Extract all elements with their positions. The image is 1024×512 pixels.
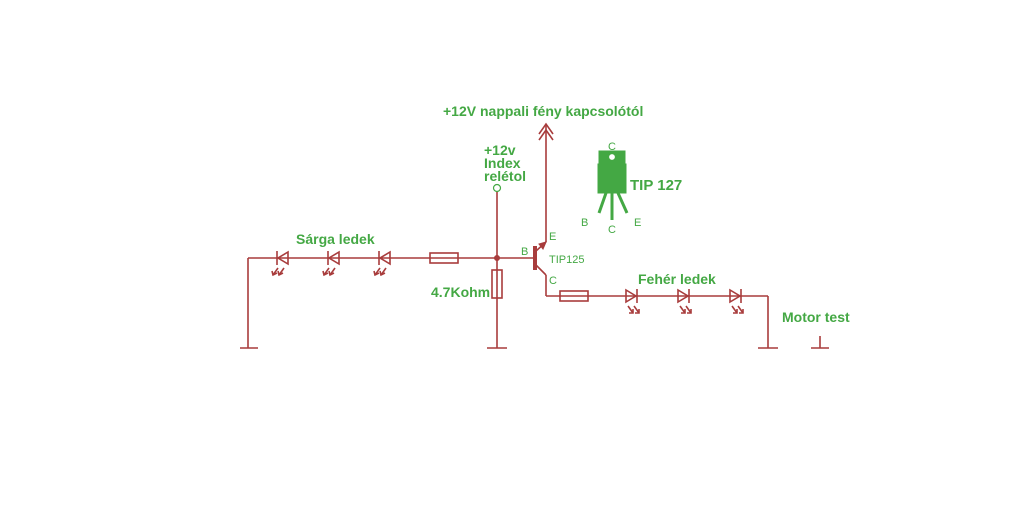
motor-label: Motor test [782,309,850,325]
supply-arrow [538,122,554,232]
transistor-label: TIP125 [549,254,584,266]
yellow-led-branch [240,257,497,349]
pkg-pin-b: B [581,217,588,229]
series-resistor [429,252,459,264]
resistor-label: 4.7Kohm [431,284,490,300]
supply-label: +12V nappali fény kapcsolótól [443,103,643,119]
index-label-line1: +12v [484,142,516,158]
yellow-led-3 [373,250,391,277]
white-led-2 [677,288,692,314]
yellow-led-1 [271,250,289,277]
index-label-line2: Index [484,155,521,171]
pkg-pin-c: C [608,224,616,236]
white-led-1 [625,288,640,314]
pkg-pin-top: C [608,141,616,153]
base-resistor [487,258,507,349]
led-resistor [559,290,589,302]
white-leds-label: Fehér ledek [638,271,716,287]
index-label-line3: relétol [484,168,526,184]
transistor-tip125 [533,232,547,296]
pkg-name: TIP 127 [630,177,682,194]
pin-b-label: B [521,246,528,258]
motor-ground [811,336,829,349]
tip127-package-icon [597,150,629,220]
white-led-3 [729,288,744,314]
pin-c-label: C [549,275,557,287]
white-led-branch [546,295,778,349]
pin-e-label: E [549,231,556,243]
pkg-pin-e: E [634,217,641,229]
yellow-leds-label: Sárga ledek [296,231,375,247]
index-terminal [492,183,502,193]
yellow-led-2 [322,250,340,277]
